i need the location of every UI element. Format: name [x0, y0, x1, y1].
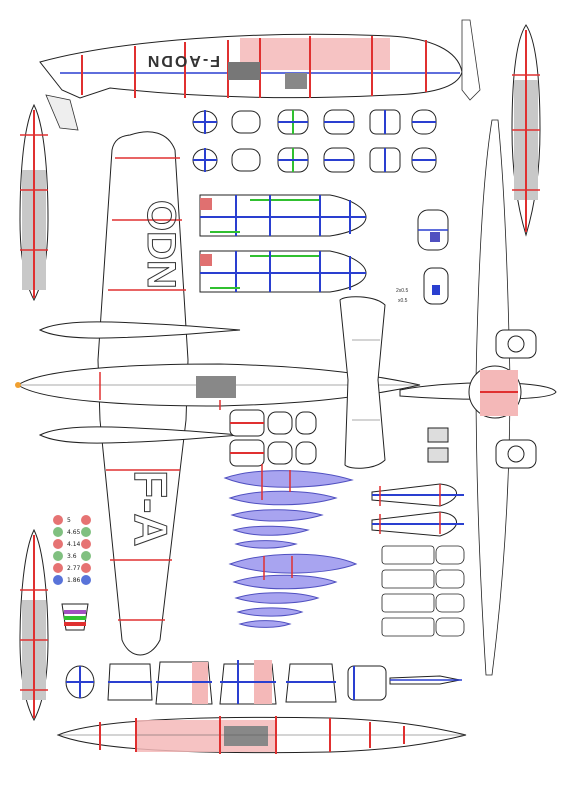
legend-value: 3.6	[67, 553, 77, 560]
nacelle-plan-views	[38, 321, 241, 444]
wing-registration-large: ODN	[139, 200, 183, 289]
legend-marker-right	[81, 527, 91, 537]
legend-value: 2.77	[67, 565, 81, 572]
legend-marker-left	[53, 575, 63, 585]
legend-marker-right	[81, 515, 91, 525]
dim-label-1: 2x0.5	[396, 288, 408, 294]
legend-marker-left	[53, 515, 63, 525]
center-formers	[229, 409, 317, 467]
legend-value: 1.86	[67, 577, 81, 584]
legend-marker-right	[81, 551, 91, 561]
legend-value: 5	[67, 517, 71, 524]
legend-marker-left	[53, 539, 63, 549]
legend-value: 4.65	[67, 529, 81, 536]
fuselage-plan-view	[15, 363, 421, 410]
bottom-former-row	[65, 660, 462, 705]
nacelle-pod-left-upper	[19, 103, 49, 302]
former-rows	[192, 109, 437, 173]
tailplane-plan-view	[339, 296, 386, 469]
nacelle-side-views	[199, 194, 367, 293]
fuselage-plan-view-bottom	[56, 716, 467, 754]
legend-marker-right	[81, 539, 91, 549]
legend-marker-right	[81, 563, 91, 573]
spar-size-legend: 5 4.65 4.14 3.6 2.77 1.86	[53, 515, 91, 585]
wing-registration-left: F-A	[125, 470, 177, 547]
legend-value: 4.14	[67, 541, 81, 548]
dim-label-2: x0.5	[398, 298, 408, 304]
legend-marker-left	[53, 527, 63, 537]
registration-side: F-AODN	[146, 52, 220, 69]
nacelle-pod-right-top	[511, 24, 541, 237]
legend-marker-left	[53, 551, 63, 561]
small-nacelle-views	[371, 483, 464, 537]
legend-marker-right	[81, 575, 91, 585]
detail-plate-1	[427, 427, 449, 443]
airfoil-ribs	[223, 464, 358, 628]
fuselage-side-view-top: F-AODN	[39, 33, 463, 131]
detail-plate-2	[427, 447, 449, 463]
fin-detail	[461, 19, 481, 101]
striped-detail-part	[61, 603, 89, 631]
front-view	[399, 119, 557, 676]
nacelle-pod-left-lower	[19, 528, 49, 722]
former-stack	[381, 545, 465, 637]
legend-marker-left	[53, 563, 63, 573]
